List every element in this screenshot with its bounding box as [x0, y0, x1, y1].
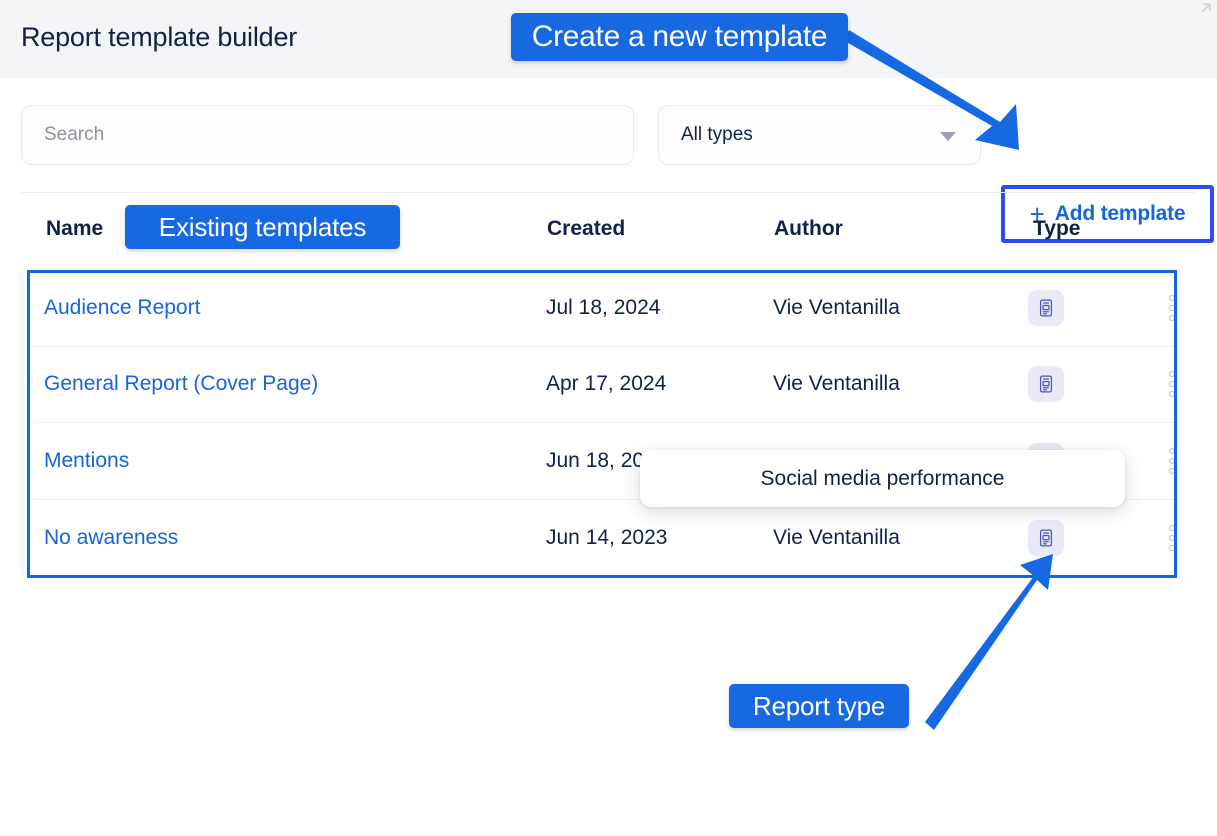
template-type-cell[interactable]	[1028, 519, 1064, 556]
table-header: Name Created Author Type	[21, 192, 1196, 268]
type-tooltip: Social media performance	[640, 450, 1125, 507]
search-input[interactable]	[44, 124, 611, 146]
table-row[interactable]: Audience Report Jul 18, 2024 Vie Ventani…	[27, 270, 1177, 347]
type-filter-select[interactable]: All types	[658, 105, 981, 165]
kebab-menu-icon[interactable]	[1154, 520, 1190, 556]
mobile-report-icon[interactable]	[1028, 289, 1064, 326]
expand-diagonal-icon[interactable]	[1187, 1, 1213, 27]
callout-existing-templates: Existing templates	[125, 205, 400, 249]
callout-create-template: Create a new template	[511, 13, 848, 61]
table-row[interactable]: No awareness Jun 14, 2023 Vie Ventanilla	[27, 500, 1177, 577]
type-filter-value: All types	[681, 124, 753, 145]
template-name-link[interactable]: Audience Report	[44, 295, 201, 319]
callout-report-type: Report type	[729, 684, 909, 728]
column-header-name: Name	[46, 217, 104, 240]
search-box[interactable]	[21, 105, 634, 165]
chevron-down-icon	[940, 132, 956, 141]
template-author: Vie Ventanilla	[773, 372, 900, 396]
template-name-link[interactable]: General Report (Cover Page)	[44, 372, 319, 396]
kebab-menu-icon[interactable]	[1154, 443, 1190, 479]
template-created: Jul 18, 2024	[546, 295, 661, 319]
page-title: Report template builder	[21, 22, 298, 52]
add-template-label: Add template	[1054, 201, 1186, 225]
template-author: Vie Ventanilla	[773, 295, 900, 319]
column-header-author: Author	[774, 217, 843, 240]
toolbar: All types + Add template	[0, 78, 1217, 243]
template-author: Vie Ventanilla	[773, 525, 900, 549]
template-created: Apr 17, 2024	[546, 372, 667, 396]
mobile-report-icon[interactable]	[1028, 366, 1064, 403]
kebab-menu-icon[interactable]	[1154, 290, 1190, 326]
mobile-report-icon[interactable]	[1028, 519, 1064, 556]
template-created: Jun 18, 2024	[546, 448, 668, 472]
kebab-menu-icon[interactable]	[1154, 366, 1190, 402]
plus-icon: +	[1029, 198, 1045, 229]
template-type-cell[interactable]	[1028, 366, 1064, 403]
add-template-button[interactable]: + Add template	[1005, 188, 1210, 239]
table-row[interactable]: General Report (Cover Page) Apr 17, 2024…	[27, 347, 1177, 423]
template-type-cell[interactable]	[1028, 289, 1064, 326]
template-list: Audience Report Jul 18, 2024 Vie Ventani…	[27, 270, 1177, 578]
template-name-link[interactable]: Mentions	[44, 448, 130, 472]
template-name-link[interactable]: No awareness	[44, 525, 179, 549]
column-header-type: Type	[1033, 217, 1081, 240]
template-created: Jun 14, 2023	[546, 525, 668, 549]
column-header-created: Created	[547, 217, 626, 240]
